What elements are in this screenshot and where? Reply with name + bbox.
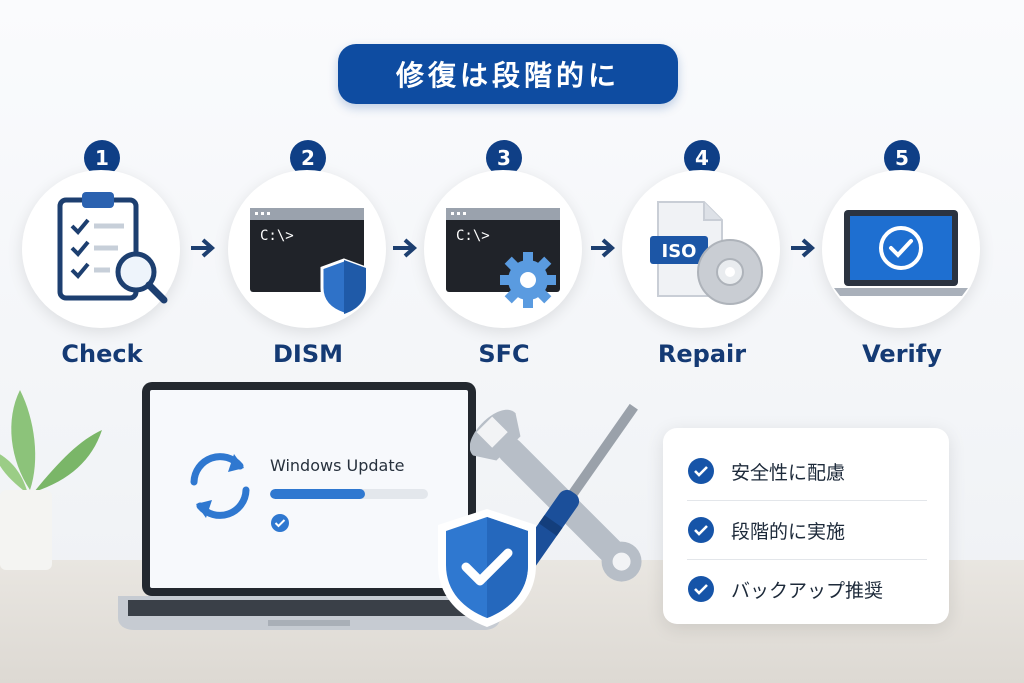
checklist-item-text: バックアップ推奨 [731,579,884,602]
step-label: Verify [862,340,942,368]
arrow-right-icon [191,238,216,258]
checklist-item-text: 安全性に配慮 [731,461,846,484]
update-progress-fill [270,489,365,499]
arrow-right-icon [791,238,816,258]
step-label: SFC [478,340,530,368]
update-progress-bar [270,489,428,499]
shield-check-icon [438,509,536,627]
update-title: Windows Update [270,456,405,475]
divider [687,500,927,501]
clipboard-search-icon [22,170,180,328]
check-circle-icon [688,517,714,543]
step-label: Check [61,340,143,368]
terminal-prompt: C:\> [260,228,294,244]
wrench-screwdriver-icon [470,403,642,582]
plant-icon [0,390,102,570]
divider [687,559,927,560]
page-title: 修復は段階的に [338,44,678,104]
sync-icon [190,453,250,519]
iso-badge: ISO [662,241,697,262]
checklist-item: 段階的に実施 [687,501,927,559]
check-circle-icon [688,458,714,484]
arrow-right-icon [393,238,418,258]
step-label: Repair [657,340,747,368]
terminal-prompt: C:\> [456,228,490,244]
step-label: DISM [272,340,344,368]
iso-disc-icon: ISO [622,170,780,328]
laptop-check-icon [822,170,980,328]
check-circle-icon [271,514,289,532]
checklist-item: 安全性に配慮 [687,442,927,500]
terminal-shield-icon: C:\> [228,170,386,328]
check-circle-icon [688,576,714,602]
checklist-card: 安全性に配慮 段階的に実施 バックアップ推奨 [663,428,949,624]
terminal-gear-icon: C:\> [424,170,582,328]
checklist-item: バックアップ推奨 [687,560,927,618]
arrow-right-icon [591,238,616,258]
checklist-item-text: 段階的に実施 [731,520,846,543]
